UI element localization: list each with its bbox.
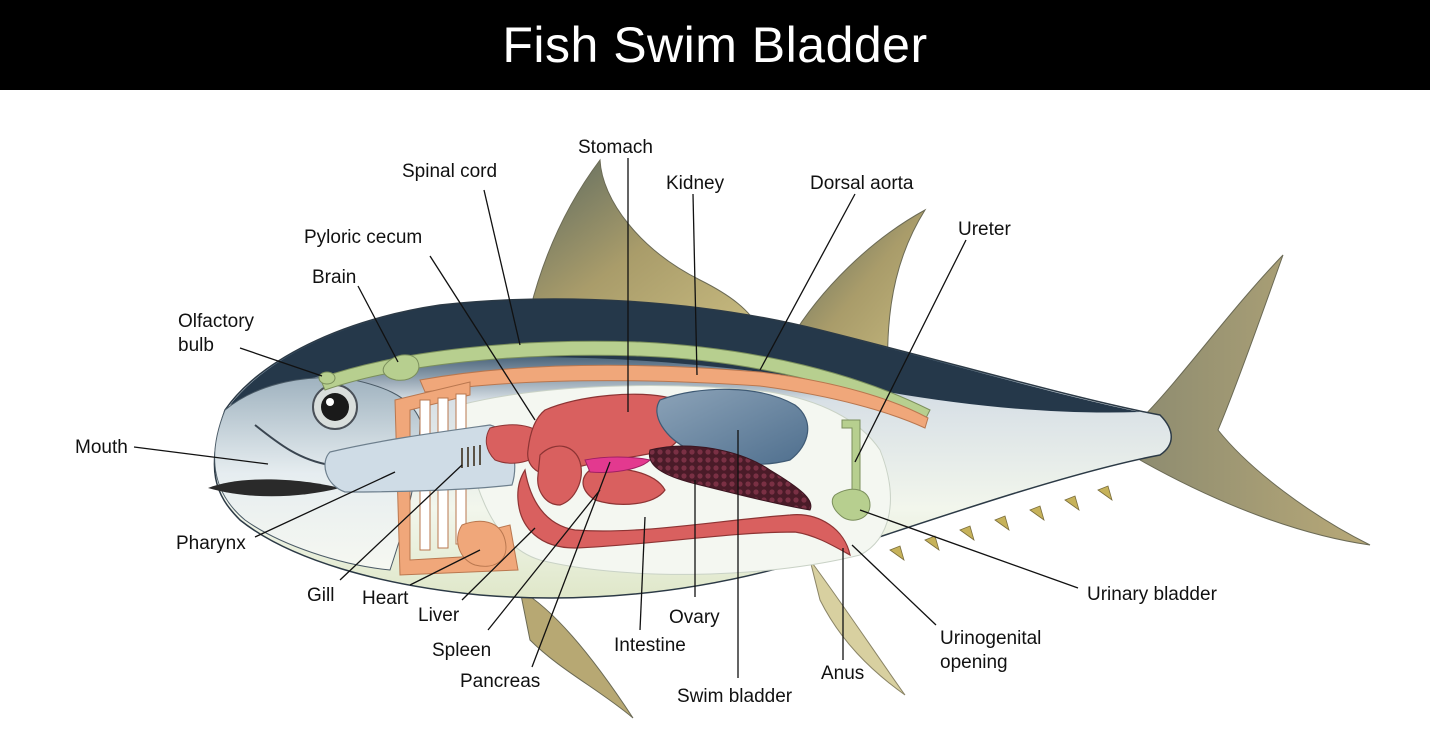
label-urinogenital-opening-line2: opening xyxy=(940,652,1008,673)
label-anus: Anus xyxy=(821,663,864,684)
label-olfactory-bulb-line2: bulb xyxy=(178,335,214,356)
eye xyxy=(312,384,358,430)
dorsal-fin-first xyxy=(529,158,761,331)
label-pyloric-cecum: Pyloric cecum xyxy=(304,227,422,248)
ovary xyxy=(648,445,812,511)
anal-fin xyxy=(809,559,906,696)
pelvic-fin xyxy=(519,589,634,719)
label-spinal-cord: Spinal cord xyxy=(402,161,497,182)
label-liver: Liver xyxy=(418,605,460,626)
label-urinogenital-opening-line1: Urinogenital xyxy=(940,628,1041,649)
label-ovary: Ovary xyxy=(669,607,720,628)
label-urinary-bladder: Urinary bladder xyxy=(1087,584,1218,605)
mouth-opening xyxy=(208,479,340,497)
intestine xyxy=(517,468,851,557)
urinary-bladder xyxy=(831,488,871,521)
brain xyxy=(382,354,420,381)
label-spleen: Spleen xyxy=(432,640,491,661)
title-bar: Fish Swim Bladder xyxy=(0,0,1430,90)
label-heart: Heart xyxy=(362,588,409,609)
label-ureter: Ureter xyxy=(958,219,1011,240)
label-brain: Brain xyxy=(312,267,356,288)
ventral-finlets xyxy=(889,485,1113,561)
pharynx xyxy=(324,424,516,493)
label-dorsal-aorta: Dorsal aorta xyxy=(810,173,914,194)
olfactory-bulb xyxy=(318,371,336,385)
label-pharynx: Pharynx xyxy=(176,533,246,554)
label-pancreas: Pancreas xyxy=(460,671,540,692)
label-swim-bladder: Swim bladder xyxy=(677,686,793,707)
label-olfactory-bulb-line1: Olfactory xyxy=(178,311,255,332)
labels: Stomach Spinal cord Kidney Dorsal aorta … xyxy=(75,137,1218,707)
pyloric-cecum xyxy=(537,445,582,506)
kidney xyxy=(419,364,929,429)
leader-lines xyxy=(133,158,1079,678)
label-gill: Gill xyxy=(307,585,334,606)
tail-fin xyxy=(1139,254,1371,546)
page-title: Fish Swim Bladder xyxy=(502,17,928,73)
label-intestine: Intestine xyxy=(614,635,686,656)
label-kidney: Kidney xyxy=(666,173,725,194)
label-stomach: Stomach xyxy=(578,137,653,158)
spinal-cord xyxy=(319,340,931,421)
label-mouth: Mouth xyxy=(75,437,128,458)
swim-bladder xyxy=(656,388,809,465)
